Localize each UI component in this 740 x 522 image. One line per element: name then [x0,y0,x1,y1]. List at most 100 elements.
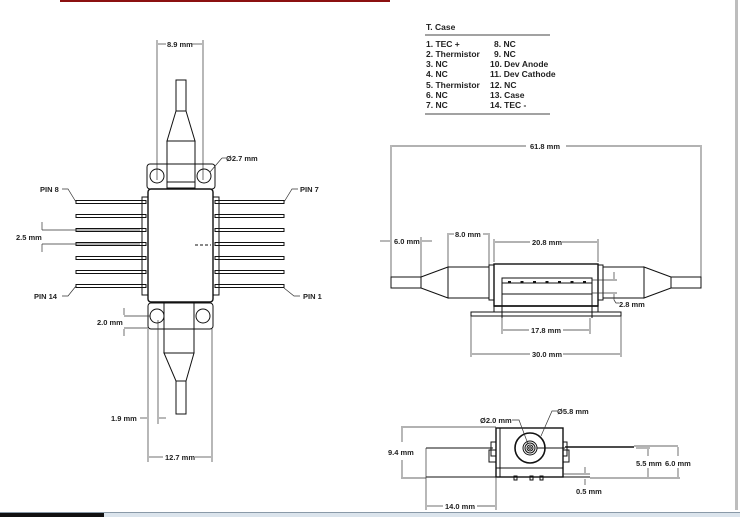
lower-fiber-boot [163,302,195,415]
pin-entry: 13. Case [490,90,525,100]
svg-text:6.0 mm: 6.0 mm [394,237,420,246]
svg-text:PIN 14: PIN 14 [34,292,58,301]
pin-entry: 3. NC [426,59,448,69]
svg-text:1.9 mm: 1.9 mm [111,414,137,423]
side-pin [533,281,536,283]
fiber-port [514,432,565,464]
dim-flange-extension: 14.0 mm [425,448,497,511]
pin-entry: 12. NC [490,80,516,90]
dim-width-top: 8.9 mm [156,40,204,180]
svg-text:8.9 mm: 8.9 mm [167,40,193,49]
dim-body-length: 20.8 mm [493,238,599,262]
pin-lead [214,270,285,274]
svg-text:20.8 mm: 20.8 mm [532,238,562,247]
pin-lead [75,200,147,204]
svg-text:2.8 mm: 2.8 mm [619,300,645,309]
dim-axis-height: 6.0 mm [590,445,691,479]
pin-lead [214,214,285,218]
svg-text:Ø2.7 mm: Ø2.7 mm [226,154,258,163]
side-pin [583,281,586,283]
pin-entry: 4. NC [426,69,448,79]
dim-base-offset: 0.5 mm [563,467,602,496]
pin-entry: 7. NC [426,100,448,110]
pinout-left-column: 1. TEC + 2. Thermistor 3. NC 4. NC 5. Th… [426,39,481,110]
svg-text:2.0 mm: 2.0 mm [97,318,123,327]
svg-text:5.5 mm: 5.5 mm [636,459,662,468]
scrollbar-track[interactable] [735,0,738,510]
pin-entry: 5. Thermistor [426,80,481,90]
end-view: Ø2.0 mm Ø5.8 mm 9.4 mm 5.5 mm [388,407,691,511]
package-body [147,188,214,303]
right-pins [214,200,285,288]
mounting-hole [195,308,211,324]
dim-height: 9.4 mm [388,426,496,479]
right-fiber-assembly [597,264,702,301]
svg-text:PIN 8: PIN 8 [40,185,59,194]
pin-label-1: PIN 1 [283,287,322,301]
mounting-hole [149,308,165,324]
side-pin [545,281,549,283]
dim-fiber-height: 5.5 mm [636,447,662,477]
pin-lead [75,256,147,260]
pin-lead [214,228,285,232]
pin-entry: 8. NC [494,39,516,49]
svg-text:Ø5.8 mm: Ø5.8 mm [557,407,589,416]
mounting-hole [149,168,165,184]
pinout-right-column: 8. NC 9. NC 10. Dev Anode 11. Dev Cathod… [490,39,556,110]
side-body [493,263,599,318]
svg-text:61.8 mm: 61.8 mm [530,142,560,151]
svg-text:12.7 mm: 12.7 mm [165,453,195,462]
dim-flange-length: 30.0 mm [470,316,622,359]
svg-text:8.0 mm: 8.0 mm [455,230,481,239]
svg-text:9.4 mm: 9.4 mm [388,448,414,457]
dim-pin-height: 2.8 mm [592,272,645,309]
side-pin [570,281,574,283]
pin-lead [214,200,285,204]
pin-entry: 2. Thermistor [426,49,481,59]
svg-text:Ø2.0 mm: Ø2.0 mm [480,416,512,425]
pin-entry: 9. NC [494,49,516,59]
pin-entry: 14. TEC - [490,100,527,110]
pin-lead [75,270,147,274]
pin-label-8: PIN 8 [40,185,77,203]
pin-entry: 10. Dev Anode [490,59,549,69]
side-flange [470,306,622,317]
pinout-table-title: T. Case [426,22,456,32]
upper-fiber-boot [166,79,196,189]
side-pin [508,281,511,283]
svg-text:2.5 mm: 2.5 mm [16,233,42,242]
dim-fiber-diameter: Ø2.0 mm [480,416,529,445]
pinout-table: T. Case 1. TEC + 2. Thermistor 3. NC 4. … [425,22,556,115]
dim-hole-horizontal: 1.9 mm [111,320,166,462]
svg-text:6.0 mm: 6.0 mm [665,459,691,468]
bottom-status-strip-left [0,513,104,517]
upper-mounting-flange: Ø2.7 mm [146,154,258,190]
side-pin [558,281,561,283]
dim-pin-pitch: 2.5 mm [16,222,140,252]
svg-text:30.0 mm: 30.0 mm [532,350,562,359]
pin-lead [75,214,147,218]
bottom-status-strip [0,512,740,517]
side-view: 61.8 mm 6.0 mm 8.0 mm 20.8 mm [380,142,702,359]
pin-lead [214,284,285,288]
svg-text:14.0 mm: 14.0 mm [445,502,475,511]
svg-text:PIN 7: PIN 7 [300,185,319,194]
pin-lead [75,284,147,288]
dim-boot-diameter: Ø5.8 mm [540,407,589,437]
svg-text:0.5 mm: 0.5 mm [576,487,602,496]
side-pin-row [508,281,586,283]
mounting-hole [196,168,212,184]
svg-text:17.8 mm: 17.8 mm [531,326,561,335]
pin-lead [214,256,285,260]
dim-inner-length: 17.8 mm [501,318,591,335]
dim-fiber-boot: 6.0 mm [380,237,432,282]
dim-hole-vertical: 2.0 mm [97,308,150,336]
pin-entry: 11. Dev Cathode [490,69,556,79]
pin-label-7: PIN 7 [283,185,319,203]
side-pin [520,281,524,283]
top-view: 8.9 mm Ø2.7 mm PIN 8 [16,40,322,462]
dim-overall-width: 12.7 mm [149,329,213,462]
svg-text:PIN 1: PIN 1 [303,292,322,301]
pin-entry: 6. NC [426,90,448,100]
